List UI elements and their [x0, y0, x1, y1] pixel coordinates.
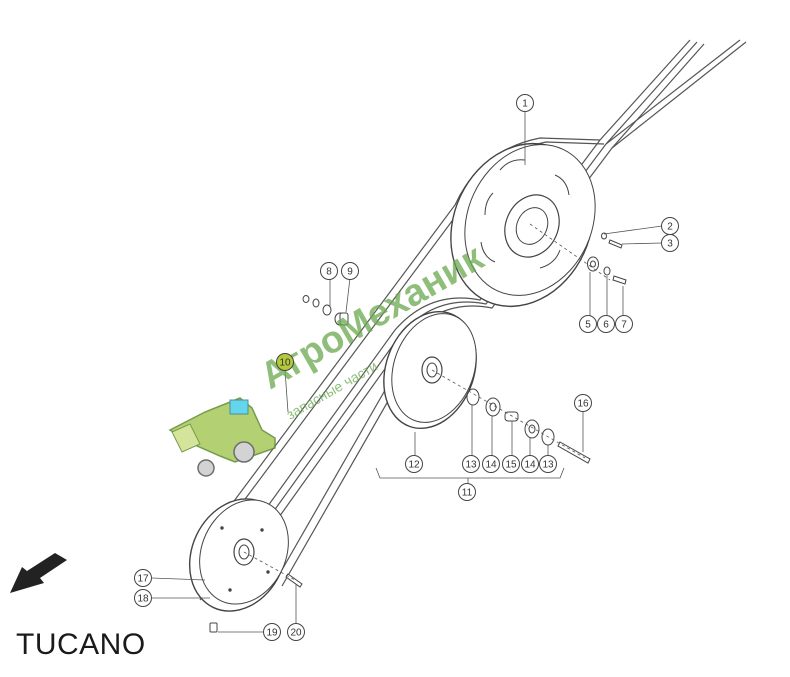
- callout-circle: [516, 94, 534, 112]
- upper-pulley: [450, 142, 596, 308]
- callout-number: 12: [408, 460, 420, 471]
- callout-number: 16: [577, 399, 589, 410]
- watermark-harvester-icon: [168, 397, 276, 477]
- callout-number: 5: [585, 320, 591, 331]
- hardware-parts: [209, 232, 627, 633]
- callout-circle: [287, 623, 305, 641]
- callout-c19: 19: [263, 623, 281, 641]
- callout-circle: [482, 455, 500, 473]
- callout-c2: 2: [661, 217, 679, 235]
- callout-number: 14: [485, 460, 497, 471]
- callout-circle: [134, 589, 152, 607]
- callout-number: 17: [137, 574, 149, 585]
- callout-c12: 12: [405, 455, 423, 473]
- callout-c18: 18: [134, 589, 152, 607]
- callout-c5: 5: [579, 315, 597, 333]
- callout-number: 20: [290, 628, 302, 639]
- callout-c13a: 13: [462, 455, 480, 473]
- callout-circle: [502, 455, 520, 473]
- callout-number: 18: [137, 594, 149, 605]
- callout-circle: [276, 353, 294, 371]
- callout-number: 2: [667, 222, 673, 233]
- callout-c8: 8: [320, 262, 338, 280]
- callout-circle: [462, 455, 480, 473]
- callout-c3: 3: [661, 234, 679, 252]
- callout-c16: 16: [574, 394, 592, 412]
- callout-circle: [405, 455, 423, 473]
- callout-c6: 6: [597, 315, 615, 333]
- callout-circle: [320, 262, 338, 280]
- callout-number: 13: [542, 460, 554, 471]
- callout-circle: [521, 455, 539, 473]
- callout-number: 3: [667, 239, 673, 250]
- callout-circle: [597, 315, 615, 333]
- callout-number: 9: [347, 267, 353, 278]
- callout-c13b: 13: [539, 455, 557, 473]
- callout-circle: [661, 234, 679, 252]
- callout-number: 10: [279, 358, 291, 369]
- callout-c20: 20: [287, 623, 305, 641]
- callout-circle: [263, 623, 281, 641]
- direction-arrow-icon: [10, 553, 67, 593]
- machine-model-label: TUCANO: [16, 628, 146, 661]
- axis-lines: [243, 223, 611, 581]
- callout-c14a: 14: [482, 455, 500, 473]
- callout-c11: 11: [458, 483, 476, 501]
- callout-circle: [615, 315, 633, 333]
- callout-number: 8: [326, 267, 332, 278]
- callout-number: 1: [522, 99, 528, 110]
- callout-circle: [341, 262, 359, 280]
- callout-c15: 15: [502, 455, 520, 473]
- callout-circle: [574, 394, 592, 412]
- callout-number: 15: [505, 460, 517, 471]
- callout-c9: 9: [341, 262, 359, 280]
- callout-c17: 17: [134, 569, 152, 587]
- callout-number: 7: [621, 320, 627, 331]
- callout-circle: [579, 315, 597, 333]
- callout-circle: [539, 455, 557, 473]
- middle-pulley: [383, 310, 477, 430]
- callout-circle: [458, 483, 476, 501]
- callout-circle: [134, 569, 152, 587]
- callout-c14b: 14: [521, 455, 539, 473]
- lower-pulley: [188, 498, 289, 612]
- callout-c10: 10: [276, 353, 294, 371]
- callout-number: 6: [603, 320, 609, 331]
- callout-number: 13: [465, 460, 477, 471]
- callout-number: 11: [462, 488, 473, 499]
- callout-number: 14: [524, 460, 536, 471]
- callout-number: 19: [266, 628, 278, 639]
- callout-c1: 1: [516, 94, 534, 112]
- callout-c7: 7: [615, 315, 633, 333]
- leader-lines: [151, 112, 663, 633]
